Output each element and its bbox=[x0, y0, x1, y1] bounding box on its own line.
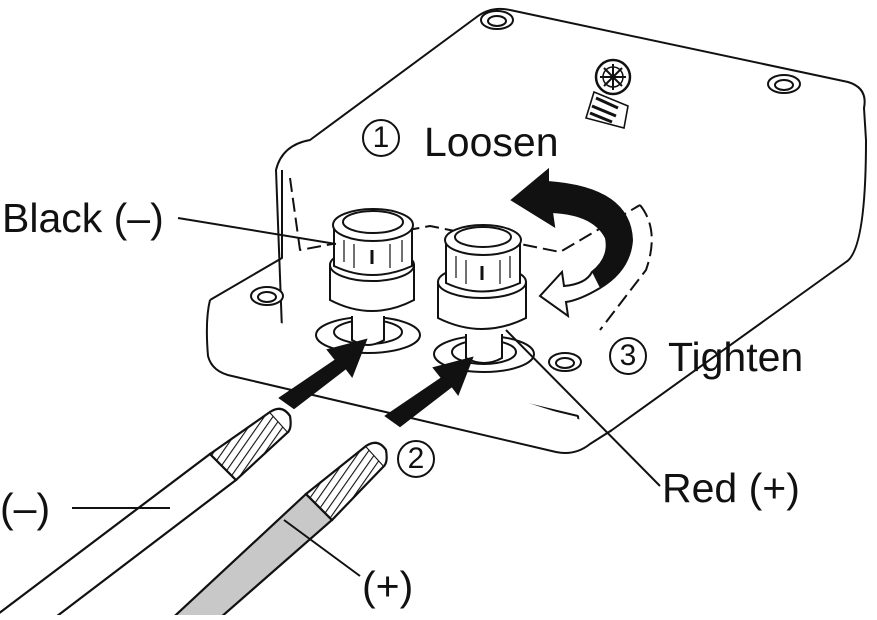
red-terminal-label: Red (+) bbox=[662, 465, 800, 511]
step-3-badge: 3 bbox=[609, 337, 647, 375]
red-terminal-knob bbox=[433, 224, 535, 373]
leader-lines bbox=[72, 217, 661, 577]
black-leader-line bbox=[177, 217, 337, 245]
insertion-arrows bbox=[278, 338, 474, 428]
red-leader-line bbox=[505, 329, 661, 487]
negative-wire bbox=[0, 407, 292, 620]
positive-leader-line bbox=[283, 519, 361, 577]
step-3-tighten-label: Tighten bbox=[668, 334, 804, 380]
positive-wire-label: (+) bbox=[362, 563, 414, 609]
insert-arrow-negative bbox=[278, 338, 368, 410]
negative-wire-label: (–) bbox=[0, 485, 51, 531]
loosen-tighten-arrow bbox=[510, 167, 634, 319]
black-terminal-knob bbox=[315, 208, 421, 354]
black-terminal-label: Black (–) bbox=[2, 195, 164, 241]
brand-logo-emblem bbox=[584, 58, 632, 129]
step-1-loosen-label: Loosen bbox=[424, 119, 559, 165]
step-2-badge: 2 bbox=[397, 440, 435, 478]
insert-arrow-positive bbox=[384, 356, 474, 428]
step-1-badge: 1 bbox=[362, 119, 400, 157]
